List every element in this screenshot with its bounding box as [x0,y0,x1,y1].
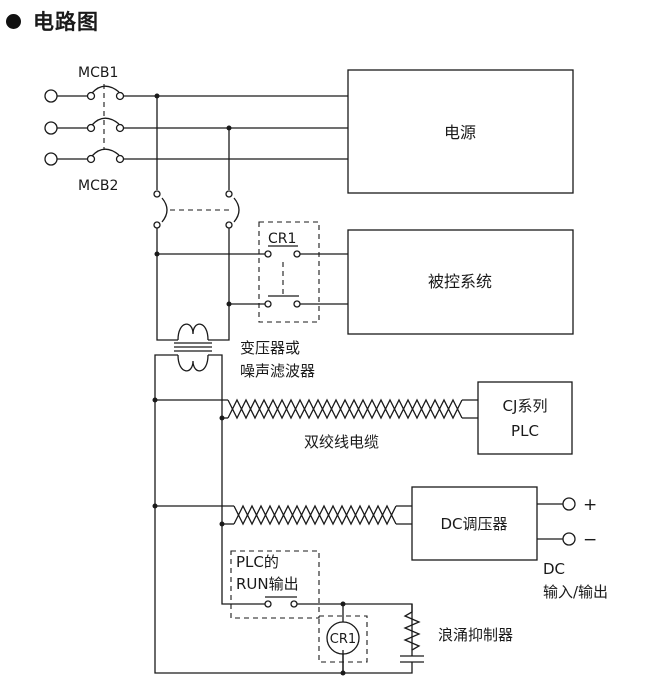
dc-minus-label: − [583,530,597,550]
dc-io-label-line1: DC [543,560,565,578]
controlled-system-label: 被控系统 [428,272,492,291]
plc-box [477,381,573,455]
plc-run-label-line1: PLC的 [236,553,279,571]
dc-regulator-label: DC调压器 [440,515,507,533]
plc-box-label-line1: CJ系列 [503,397,548,415]
surge-suppressor [343,604,424,674]
page-title: 电路图 [33,10,99,34]
power-supply-box [347,69,574,194]
cr1-contacts [157,221,348,323]
surge-suppressor-label: 浪涌抑制器 [438,626,513,644]
plc-run-label-line2: RUN输出 [236,575,299,593]
twisted-cable-label: 双绞线电缆 [304,433,379,451]
transformer-label-line1: 变压器或 [240,339,300,357]
dc-plus-label: + [583,495,597,515]
twisted-pair-dc [152,503,412,527]
section-heading: 电路图 [6,6,99,36]
mcb1-label: MCB1 [78,65,118,81]
mains-terminal-2 [44,121,58,135]
dc-output [537,497,576,546]
bullet-dot-icon [6,13,21,29]
mcb2-label: MCB2 [78,178,118,194]
mains-terminal-1 [44,89,58,103]
power-supply-label: 电源 [444,123,476,142]
plc-box-label-line2: PLC [511,422,539,440]
twisted-pair-plc [152,397,478,421]
mains-terminal-3 [44,152,58,166]
main-switch [153,96,240,322]
controlled-system-box [347,229,574,335]
mains-input [44,84,348,166]
dc-io-label-line2: 输入/输出 [543,583,608,601]
transformer-label-line2: 噪声滤波器 [240,362,315,380]
cr1-coil-label: CR1 [330,632,356,647]
cr1-contact-label: CR1 [268,231,296,247]
